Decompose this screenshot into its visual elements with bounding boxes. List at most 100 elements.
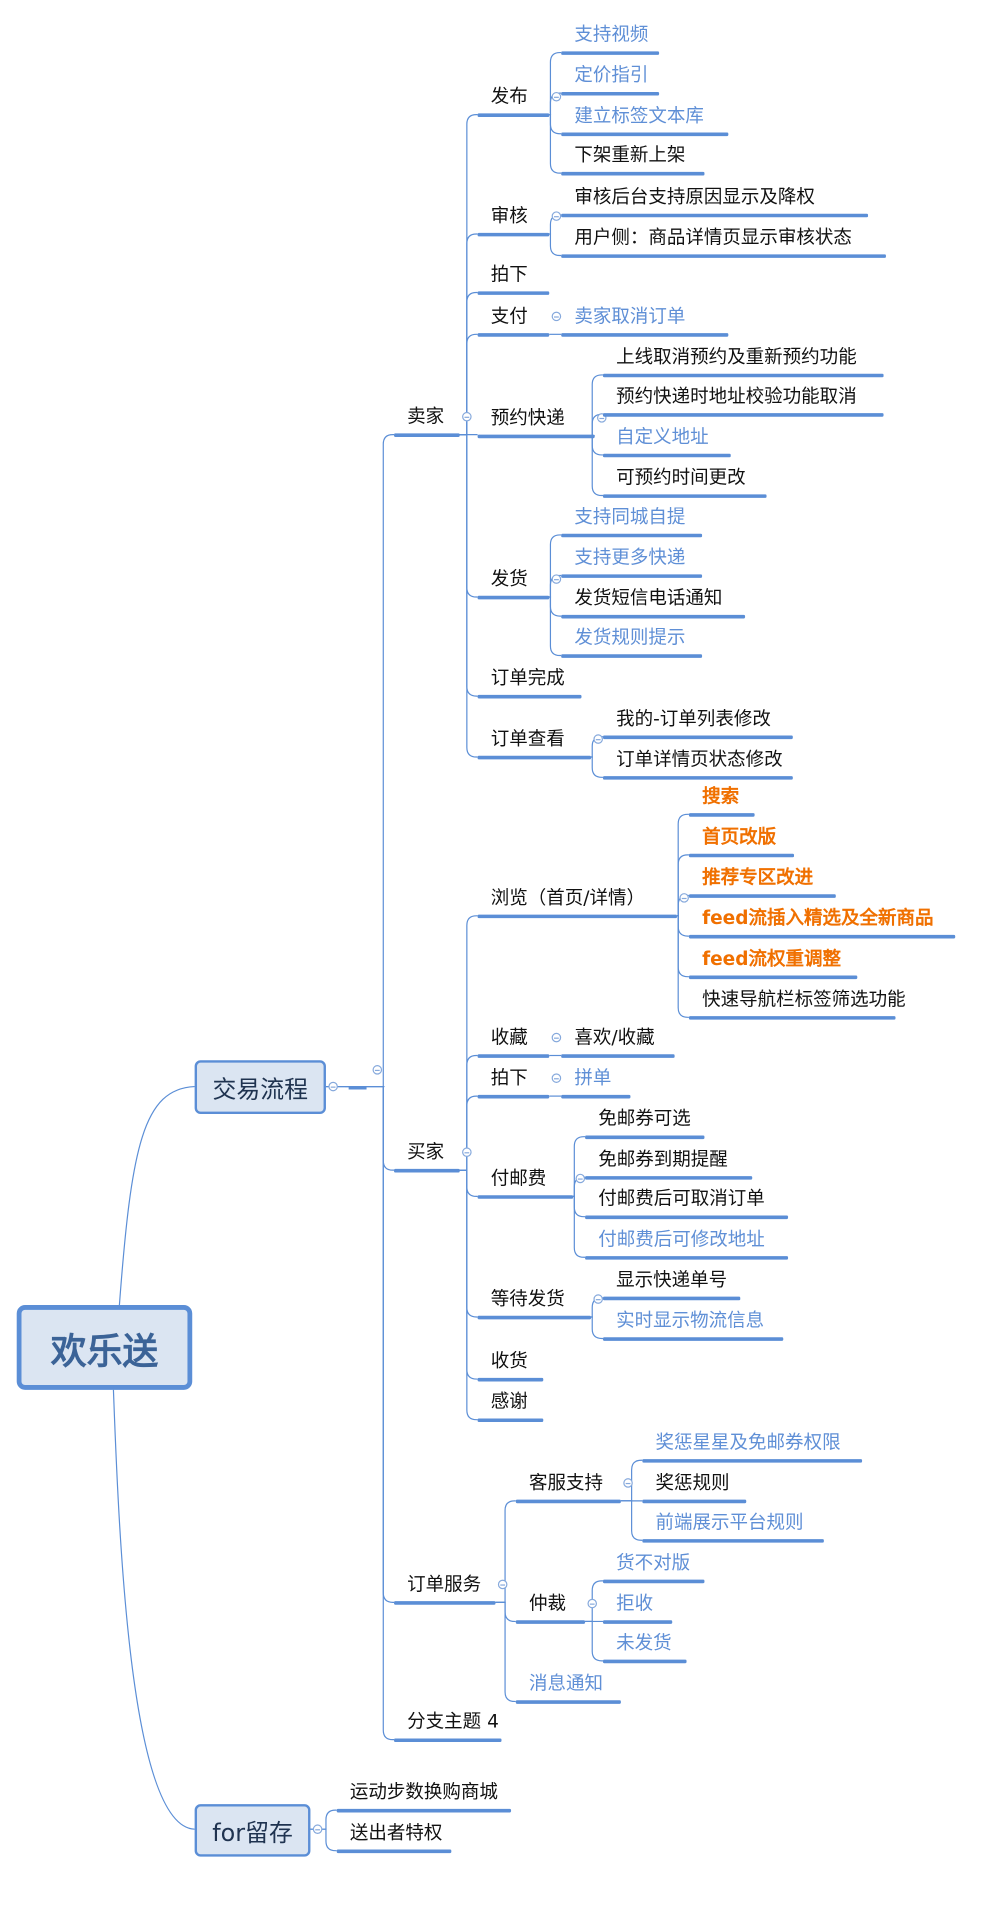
collapse-icon[interactable] xyxy=(597,413,607,423)
topic-arb2[interactable]: 拒收 xyxy=(616,1592,654,1615)
topic-arb3[interactable]: 未发货 xyxy=(616,1632,672,1654)
collapse-icon[interactable] xyxy=(551,574,562,584)
collapse-icon[interactable] xyxy=(551,211,562,221)
topic-exp4[interactable]: 可预约时间更改 xyxy=(616,466,746,489)
topic-post1[interactable]: 免邮券可选 xyxy=(598,1108,691,1130)
branch-trade-flow[interactable]: 交易流程 xyxy=(194,1060,326,1115)
topic-ret1[interactable]: 运动步数换购商城 xyxy=(349,1781,498,1803)
topic-cs3[interactable]: 前端展示平台规则 xyxy=(655,1511,804,1534)
root-topic[interactable]: 欢乐送 xyxy=(16,1305,193,1390)
topic-browse[interactable]: 浏览（首页/详情） xyxy=(490,887,646,909)
collapse-icon[interactable] xyxy=(551,311,562,322)
topic-underline xyxy=(602,1296,741,1301)
topic-review[interactable]: 审核 xyxy=(490,205,528,227)
topic-rev1[interactable]: 审核后台支持原因显示及降权 xyxy=(574,186,815,208)
topic-pub3[interactable]: 建立标签文本库 xyxy=(574,105,704,127)
topic-arb1[interactable]: 货不对版 xyxy=(616,1552,691,1574)
topic-pub1[interactable]: 支持视频 xyxy=(574,23,649,46)
topic-exp3[interactable]: 自定义地址 xyxy=(616,426,709,448)
topic-btake[interactable]: 拍下 xyxy=(490,1067,528,1089)
topic-ship4[interactable]: 发货规则提示 xyxy=(574,626,686,649)
collapse-icon[interactable] xyxy=(497,1579,508,1590)
topic-underline xyxy=(561,333,729,337)
topic-done[interactable]: 订单完成 xyxy=(490,667,565,689)
topic-postage[interactable]: 付邮费 xyxy=(490,1167,547,1190)
topic-seller[interactable]: 卖家 xyxy=(407,405,445,428)
topic-view1[interactable]: 我的-订单列表修改 xyxy=(616,708,771,730)
topic-view[interactable]: 订单查看 xyxy=(490,728,565,750)
topic-post3[interactable]: 付邮费后可取消订单 xyxy=(598,1188,765,1210)
topic-cs2[interactable]: 奖惩规则 xyxy=(655,1472,730,1494)
connector-line xyxy=(620,1500,643,1541)
topic-express[interactable]: 预约快递 xyxy=(490,407,565,429)
topic-fav1[interactable]: 喜欢/收藏 xyxy=(574,1026,655,1049)
topic-btake1[interactable]: 拼单 xyxy=(574,1067,612,1089)
collapse-icon[interactable] xyxy=(679,893,689,903)
connector-line xyxy=(495,1500,516,1603)
topic-receive[interactable]: 收货 xyxy=(490,1350,528,1372)
topic-wait1[interactable]: 显示快递单号 xyxy=(616,1269,728,1291)
topic-wait2[interactable]: 实时显示物流信息 xyxy=(616,1309,765,1332)
topic-underline xyxy=(561,254,886,258)
topic-cs[interactable]: 客服支持 xyxy=(528,1472,603,1494)
topic-underline xyxy=(602,1579,705,1584)
topic-br6[interactable]: 快速导航栏标签筛选功能 xyxy=(702,988,906,1011)
topic-br4[interactable]: feed流插入精选及全新商品 xyxy=(702,907,934,929)
topic-publish[interactable]: 发布 xyxy=(490,85,528,108)
collapse-icon[interactable] xyxy=(462,411,472,422)
collapse-icon[interactable] xyxy=(593,1294,603,1304)
topic-underline xyxy=(336,1849,452,1854)
topic-ship1[interactable]: 支持同城自提 xyxy=(574,506,686,528)
topic-underline xyxy=(585,1176,753,1180)
topic-pay1[interactable]: 卖家取消订单 xyxy=(574,305,686,328)
collapse-icon[interactable] xyxy=(623,1478,633,1488)
collapse-icon[interactable] xyxy=(587,1598,597,1609)
topic-view2[interactable]: 订单详情页状态修改 xyxy=(616,748,783,771)
topic-br2[interactable]: 首页改版 xyxy=(702,826,777,848)
topic-notify[interactable]: 消息通知 xyxy=(528,1672,603,1695)
topic-underline xyxy=(477,1315,592,1320)
collapse-icon[interactable] xyxy=(312,1824,323,1834)
collapse-icon[interactable] xyxy=(593,734,603,744)
topic-branch4[interactable]: 分支主题 4 xyxy=(407,1711,499,1733)
collapse-icon[interactable] xyxy=(551,1032,562,1043)
topic-buyer[interactable]: 买家 xyxy=(407,1141,445,1163)
topic-thanks[interactable]: 感谢 xyxy=(490,1391,528,1413)
topic-underline xyxy=(477,755,592,760)
collapse-icon[interactable] xyxy=(575,1173,586,1184)
topic-service[interactable]: 订单服务 xyxy=(407,1573,482,1596)
topic-pub4[interactable]: 下架重新上架 xyxy=(574,144,686,166)
topic-br3[interactable]: 推荐专区改进 xyxy=(702,866,814,889)
collapse-icon[interactable] xyxy=(328,1081,338,1092)
topic-post4[interactable]: 付邮费后可修改地址 xyxy=(598,1228,765,1251)
topic-underline xyxy=(515,1499,621,1504)
topic-underline xyxy=(688,1016,896,1020)
collapse-icon[interactable] xyxy=(462,1147,472,1157)
topic-exp2[interactable]: 预约快递时地址校验功能取消 xyxy=(616,385,857,408)
collapse-icon[interactable] xyxy=(551,91,562,102)
topic-fav[interactable]: 收藏 xyxy=(490,1026,528,1049)
topic-br5[interactable]: feed流权重调整 xyxy=(702,948,842,970)
branch-retention[interactable]: for留存 xyxy=(194,1804,311,1857)
topic-cs1[interactable]: 奖惩星星及免邮券权限 xyxy=(655,1431,841,1454)
topic-ship[interactable]: 发货 xyxy=(490,568,528,590)
topic-take[interactable]: 拍下 xyxy=(490,263,528,286)
topic-ship3[interactable]: 发货短信电话通知 xyxy=(574,587,723,609)
topic-exp1[interactable]: 上线取消预约及重新预约功能 xyxy=(616,346,857,368)
topic-underline xyxy=(602,453,731,458)
topic-arb[interactable]: 仲裁 xyxy=(528,1592,566,1615)
topic-wait[interactable]: 等待发货 xyxy=(490,1288,565,1310)
topic-ret2[interactable]: 送出者特权 xyxy=(349,1822,443,1844)
collapse-icon[interactable] xyxy=(372,1065,383,1075)
topic-post2[interactable]: 免邮券到期提醒 xyxy=(598,1148,728,1171)
connector-line xyxy=(459,291,478,436)
topic-pub2[interactable]: 定价指引 xyxy=(574,64,649,86)
collapse-icon[interactable] xyxy=(551,1073,562,1083)
topic-underline xyxy=(602,1659,687,1664)
topic-pay[interactable]: 支付 xyxy=(490,305,528,328)
topic-rev2[interactable]: 用户侧：商品详情页显示审核状态 xyxy=(574,226,852,249)
topic-br1[interactable]: 搜索 xyxy=(702,785,740,808)
topic-ship2[interactable]: 支持更多快递 xyxy=(574,546,686,569)
